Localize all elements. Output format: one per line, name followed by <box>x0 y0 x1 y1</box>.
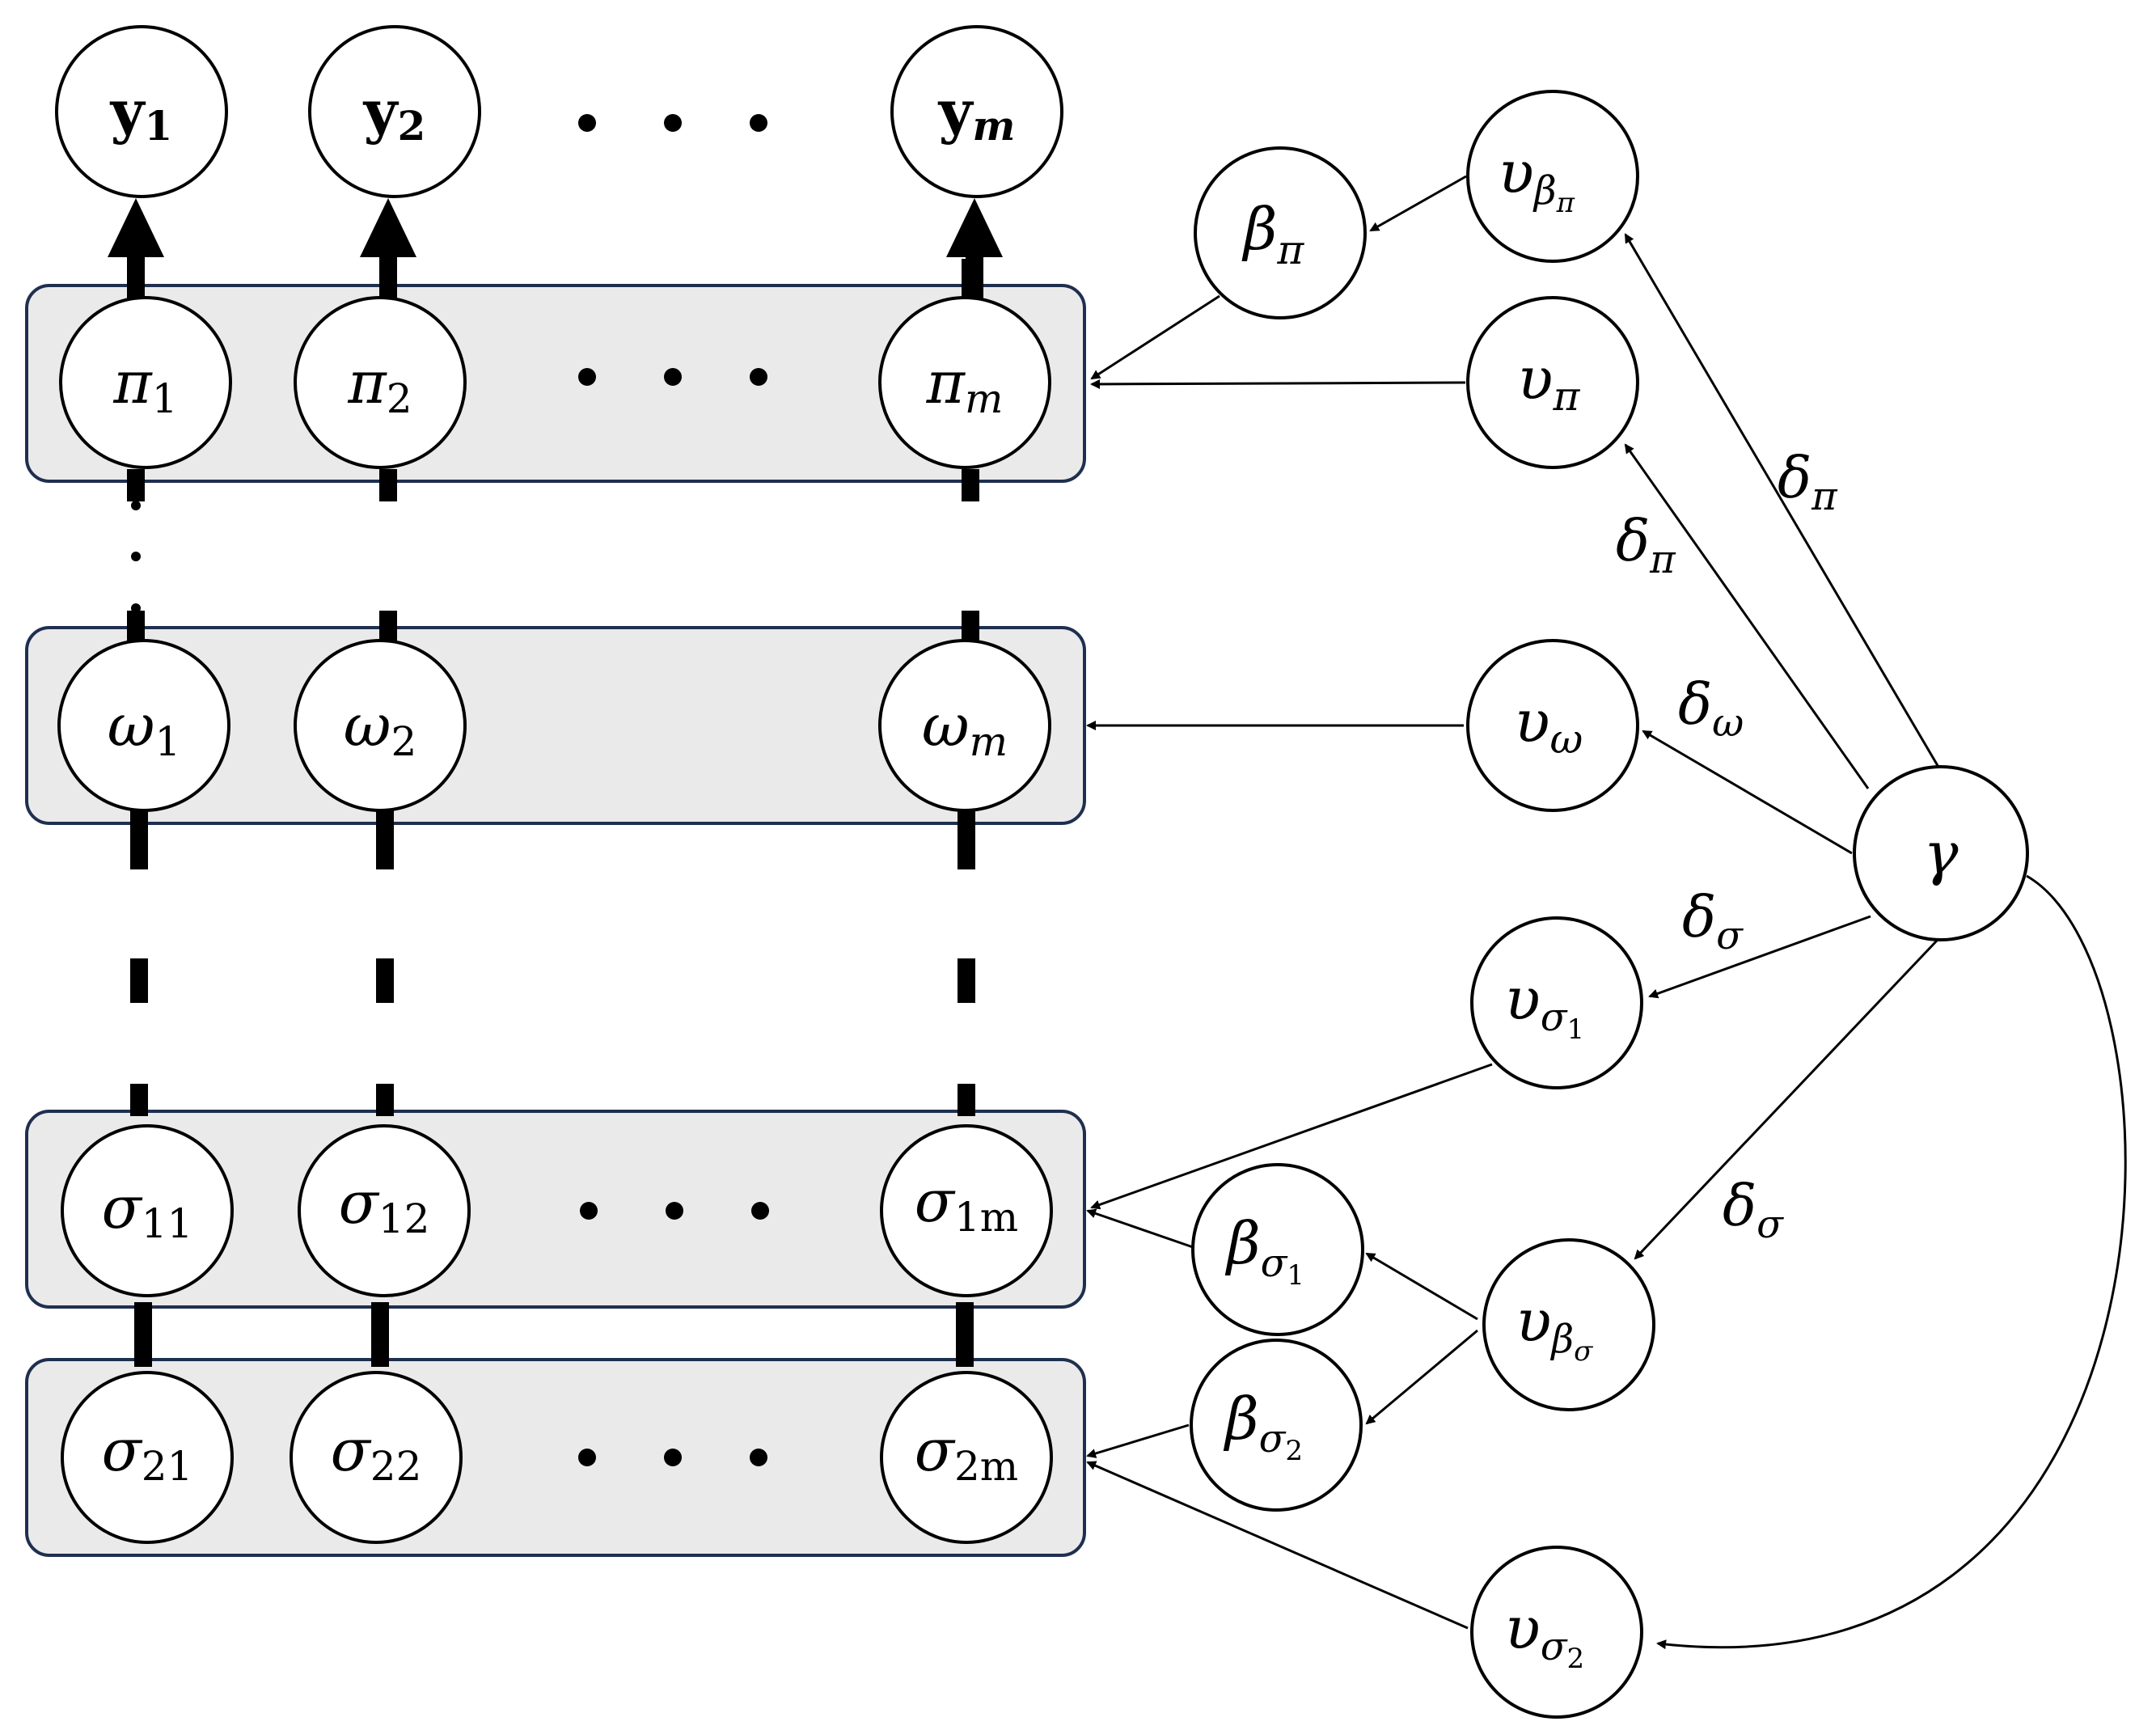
plate-pi <box>25 284 1086 483</box>
svg-text:υσ2: υσ2 <box>1505 1594 1584 1675</box>
svg-text:σ1m: σ1m <box>915 1167 1018 1241</box>
svg-text:σ2m: σ2m <box>915 1416 1018 1490</box>
node-gamma: γ <box>1853 765 2029 941</box>
node-upsilon-sigma-1: υσ1 <box>1470 916 1643 1089</box>
edge-ups-pi-to-plate-pi <box>1090 379 1466 389</box>
node-beta-pi: βπ <box>1194 146 1367 319</box>
svg-text:υω: υω <box>1515 687 1583 763</box>
edge-gamma-to-ups-bs <box>1634 939 1938 1260</box>
edge-beta-s1-to-plate-sigma-1 <box>1086 1208 1194 1249</box>
node-upsilon-beta-sigma: υβσ <box>1482 1238 1655 1411</box>
edge-ups-s2-to-plate-sigma-2 <box>1086 1461 1469 1630</box>
node-pi-m: πm <box>878 296 1051 469</box>
plate-omega <box>25 626 1086 825</box>
svg-text:βσ1: βσ1 <box>1224 1209 1304 1292</box>
svg-text:πm: πm <box>926 349 1004 422</box>
node-sigma-12: σ12 <box>298 1124 471 1297</box>
edge-beta-s2-to-plate-sigma-2 <box>1086 1423 1190 1458</box>
plate-sigma-2 <box>25 1358 1086 1557</box>
edge-label-delta-omega: δω <box>1678 671 1744 746</box>
svg-text:βπ: βπ <box>1241 195 1305 273</box>
node-y1: y1 <box>55 25 228 198</box>
svg-text:υσ1: υσ1 <box>1505 965 1584 1046</box>
node-sigma-21: σ21 <box>61 1371 234 1544</box>
svg-text:π1: π1 <box>112 349 177 422</box>
edges <box>1086 175 2127 1650</box>
node-upsilon-pi: υπ <box>1466 296 1639 469</box>
node-y2: y2 <box>308 25 481 198</box>
horizontal-ellipses <box>578 114 769 1466</box>
node-beta-sigma-2: βσ2 <box>1190 1339 1363 1512</box>
svg-text:υπ: υπ <box>1518 345 1581 420</box>
svg-text:υβσ: υβσ <box>1516 1287 1594 1368</box>
node-sigma-22: σ22 <box>290 1371 463 1544</box>
node-sigma-1m: σ1m <box>880 1124 1053 1297</box>
svg-text:ωm: ωm <box>922 692 1008 765</box>
edge-label-delta-pi-outer: δπ <box>1778 445 1838 519</box>
ellipsis-dot <box>131 603 141 613</box>
node-omega-m: ωm <box>878 639 1051 812</box>
svg-text:ym: ym <box>938 77 1016 150</box>
edge-gamma-to-ups-om <box>1642 730 1853 855</box>
node-upsilon-beta-pi: υβπ <box>1466 90 1639 263</box>
node-omega-2: ω2 <box>294 639 467 812</box>
node-upsilon-omega: υω <box>1466 639 1639 812</box>
edge-label-delta-sigma-1: δσ <box>1682 884 1744 958</box>
svg-text:βσ2: βσ2 <box>1223 1385 1303 1467</box>
svg-text:υβπ: υβπ <box>1499 138 1575 219</box>
svg-text:y1: y1 <box>110 77 173 150</box>
edge-label-delta-sigma-2: δσ <box>1723 1173 1784 1247</box>
svg-text:γ: γ <box>1923 819 1959 887</box>
node-sigma-11: σ11 <box>61 1124 234 1297</box>
y-arrows <box>108 198 1003 303</box>
node-pi-2: π2 <box>294 296 467 469</box>
node-pi-1: π1 <box>59 296 232 469</box>
svg-text:σ21: σ21 <box>102 1416 193 1490</box>
ellipsis-dot <box>131 501 141 510</box>
svg-text:ω2: ω2 <box>344 692 417 765</box>
edge-ups-bs-to-beta-s1 <box>1365 1252 1478 1321</box>
edge-gamma-to-ups-pi <box>1624 443 1870 789</box>
node-ym: ym <box>890 25 1063 198</box>
edge-gamma-to-ups-s1 <box>1648 915 1871 999</box>
ellipsis-dot <box>131 552 141 561</box>
edge-beta-pi-to-plate-pi <box>1090 294 1220 380</box>
edge-ups-bs-to-beta-s2 <box>1365 1329 1478 1425</box>
node-omega-1: ω1 <box>57 639 230 812</box>
edge-gamma-to-ups-bpi <box>1624 233 1941 769</box>
edge-ups-s1-to-plate-sigma-1 <box>1090 1063 1493 1210</box>
edge-label-delta-pi-inner: δπ <box>1616 508 1676 582</box>
svg-text:π2: π2 <box>347 349 412 422</box>
node-sigma-2m: σ2m <box>880 1371 1053 1544</box>
svg-text:σ12: σ12 <box>339 1169 430 1242</box>
svg-text:σ22: σ22 <box>331 1416 422 1490</box>
plate-sigma-1 <box>25 1110 1086 1309</box>
node-beta-sigma-1: βσ1 <box>1191 1163 1364 1336</box>
svg-text:ω1: ω1 <box>108 692 181 765</box>
edge-gamma-to-ups-s2 <box>1656 874 2127 1650</box>
node-upsilon-sigma-2: υσ2 <box>1470 1546 1643 1719</box>
svg-text:y2: y2 <box>363 77 426 150</box>
svg-text:σ11: σ11 <box>102 1174 193 1247</box>
edge-ups-bpi-to-beta-pi <box>1369 175 1467 232</box>
